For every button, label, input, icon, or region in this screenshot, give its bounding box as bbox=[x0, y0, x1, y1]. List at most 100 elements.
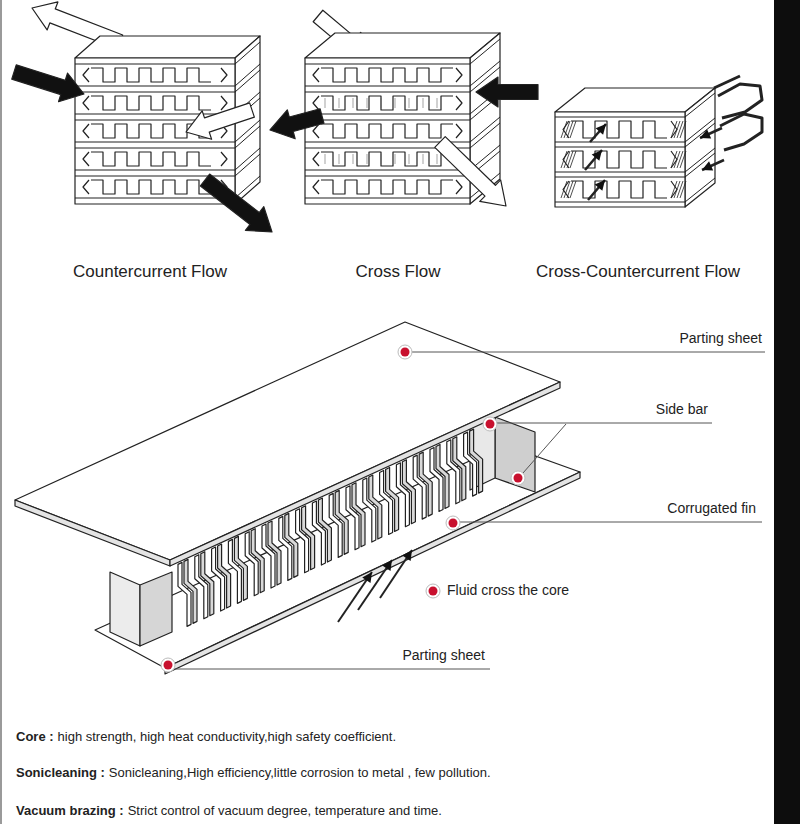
fin-chevron bbox=[83, 152, 89, 166]
plate-line bbox=[305, 113, 470, 114]
hatch-line bbox=[671, 181, 677, 198]
plate-line bbox=[235, 42, 260, 64]
hatch-line bbox=[567, 121, 573, 138]
flow-arrow bbox=[476, 77, 538, 107]
leader-line bbox=[496, 423, 712, 424]
fin-end-line bbox=[367, 98, 368, 108]
arrow-head bbox=[592, 150, 602, 161]
flow-caption: Cross-Countercurrent Flow bbox=[536, 262, 740, 282]
plate-line bbox=[470, 123, 500, 148]
hatch-line bbox=[570, 181, 576, 198]
hatch-line bbox=[677, 181, 683, 198]
hatch-line bbox=[671, 121, 677, 138]
part-label: Corrugated fin bbox=[667, 500, 756, 517]
hatch-line bbox=[677, 121, 683, 138]
note-text: Sonicleaning,High efficiency,little corr… bbox=[109, 765, 491, 781]
corrugated-fin bbox=[296, 509, 309, 573]
corrugated-fin bbox=[279, 516, 292, 580]
hatch-line bbox=[567, 181, 573, 198]
plate-line bbox=[685, 123, 715, 147]
callout-dot-ring bbox=[426, 584, 440, 598]
fin-chevron bbox=[456, 124, 462, 138]
plate-line bbox=[75, 147, 235, 148]
return-loop bbox=[714, 76, 740, 88]
arrow-head bbox=[702, 161, 713, 170]
plate-line bbox=[305, 119, 470, 120]
flow-arrow-line bbox=[702, 160, 724, 170]
corrugated-fin bbox=[430, 447, 443, 511]
note-heading: Vacuum brazing : bbox=[16, 803, 124, 819]
corrugated-fin bbox=[178, 562, 191, 626]
fin-end-line bbox=[353, 154, 354, 164]
hatch-line bbox=[680, 181, 686, 198]
callout-dot-ring bbox=[483, 417, 497, 431]
fin-end-line bbox=[395, 98, 396, 108]
plate-line bbox=[75, 91, 235, 92]
fin-end-line bbox=[325, 98, 326, 108]
arrow-head bbox=[362, 572, 372, 583]
hatch-line bbox=[570, 151, 576, 168]
flow-caption: Cross Flow bbox=[355, 262, 440, 282]
fin-chevron bbox=[221, 96, 227, 110]
note-heading: Sonicleaning : bbox=[16, 765, 105, 781]
fin-end-line bbox=[437, 154, 438, 164]
hatch-line bbox=[674, 181, 680, 198]
fin-wave bbox=[571, 181, 667, 198]
corrugated-fin bbox=[413, 455, 426, 519]
note-text: Strict control of vacuum degree, tempera… bbox=[128, 803, 442, 819]
frame-edge bbox=[774, 0, 800, 824]
callout-dot-ring bbox=[446, 516, 460, 530]
plate-line bbox=[555, 171, 685, 172]
plate-line bbox=[235, 148, 260, 170]
fin-wave bbox=[321, 68, 453, 82]
fin-wave bbox=[91, 152, 211, 166]
plate-line bbox=[555, 146, 685, 147]
corrugated-fin bbox=[329, 493, 342, 557]
fin-chevron bbox=[83, 180, 89, 194]
corrugated-fin bbox=[195, 555, 208, 619]
hatch-line bbox=[567, 151, 573, 168]
fin-chevron bbox=[313, 180, 319, 194]
leader-line bbox=[411, 352, 765, 353]
hatch-line bbox=[561, 181, 567, 198]
plate-line bbox=[75, 197, 235, 198]
corrugated-fin bbox=[396, 463, 409, 527]
fin-end-line bbox=[423, 154, 424, 164]
callout-dot bbox=[401, 348, 410, 357]
fin-end-line bbox=[353, 98, 354, 108]
plate-line bbox=[305, 63, 470, 64]
flow-arrow bbox=[12, 65, 84, 102]
fin-wave bbox=[91, 96, 211, 110]
plate-line bbox=[235, 126, 260, 148]
fin-chevron bbox=[456, 96, 462, 110]
flow-arrow-line bbox=[590, 124, 606, 142]
fin-chevron bbox=[671, 181, 677, 198]
hatch-line bbox=[564, 151, 570, 168]
plate-line bbox=[685, 153, 715, 177]
part-label: Parting sheet bbox=[403, 647, 486, 664]
callout-dot-ring bbox=[161, 658, 175, 672]
fin-chevron bbox=[671, 151, 677, 168]
plate-line bbox=[75, 63, 235, 64]
callout-dot bbox=[449, 519, 458, 528]
part-label: Side bar bbox=[656, 401, 708, 418]
fin-end-line bbox=[381, 98, 382, 108]
flow-arrow bbox=[435, 137, 506, 206]
hatch-line bbox=[564, 181, 570, 198]
flow-arrow-line bbox=[588, 180, 605, 200]
stack-figure bbox=[75, 36, 260, 204]
side-bar bbox=[140, 572, 172, 646]
part-label: Fluid cross the core bbox=[447, 582, 569, 599]
plate-line bbox=[305, 169, 470, 170]
plate-line bbox=[235, 154, 260, 176]
arrow-head bbox=[402, 550, 412, 561]
corrugated-fin bbox=[212, 547, 225, 611]
fin-wave bbox=[91, 180, 211, 194]
callout-dot bbox=[164, 661, 173, 670]
stack-face bbox=[305, 58, 470, 204]
hatch-line bbox=[677, 151, 683, 168]
fin-chevron bbox=[313, 152, 319, 166]
return-loop bbox=[718, 84, 762, 118]
plate-line bbox=[305, 175, 470, 176]
arrow-head bbox=[700, 129, 711, 138]
